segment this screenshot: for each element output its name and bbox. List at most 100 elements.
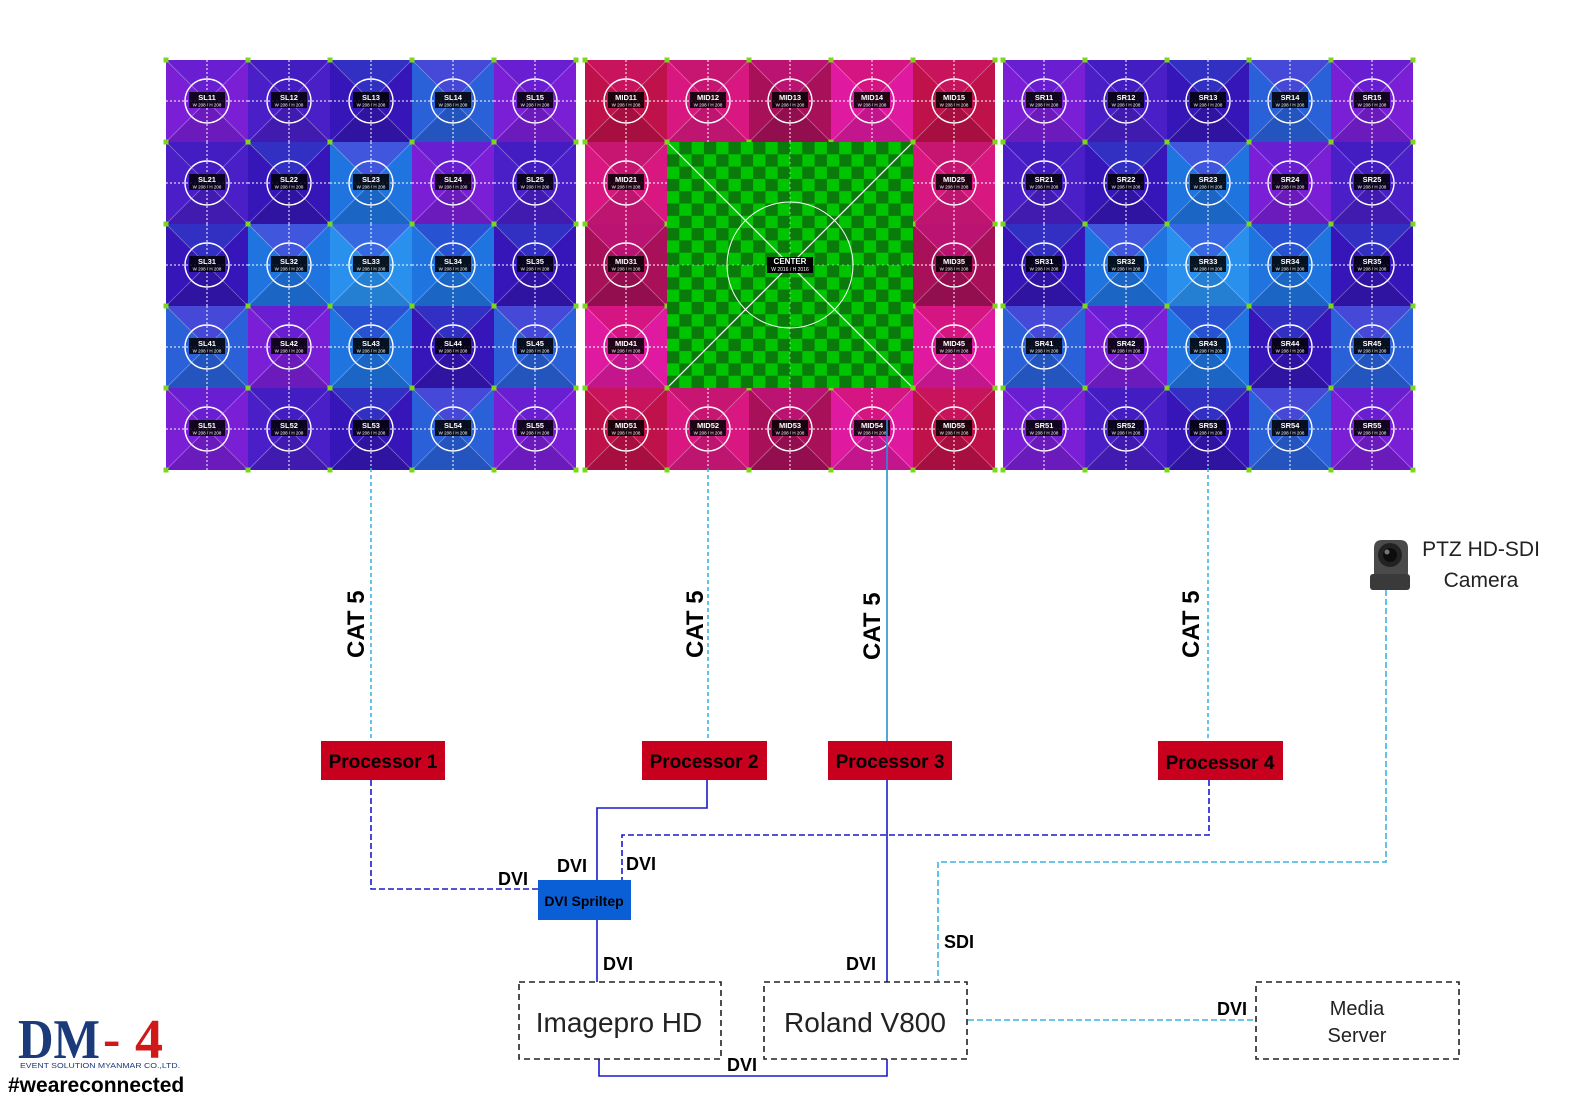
cabinet-label: SL12 [280,93,298,102]
cabinet-corner-node [582,303,588,309]
cabinet-size-label: W 208 / H 208 [357,431,386,436]
cabinet-size-label: W 208 / H 208 [439,103,468,108]
cabinet-size-label: W 208 / H 208 [940,267,969,272]
cabinet-size-label: W 208 / H 208 [521,349,550,354]
cabinet-corner-node [245,303,251,309]
logo-brand-dash: - [103,1011,120,1068]
cabinet-label: MID55 [943,421,965,430]
sdi-label: SDI [944,932,974,952]
cabinet-corner-node [992,303,998,309]
cabinet-corner-node [1164,57,1170,63]
cabinet-size-label: W 208 / H 208 [521,431,550,436]
cabinet-label: SL41 [198,339,216,348]
cabinet-size-label: W 208 / H 208 [612,267,641,272]
cabinet-corner-node [245,467,251,473]
cabinet-corner-node [409,221,415,227]
cabinet-label: SL44 [444,339,463,348]
cabinet-corner-node [327,139,333,145]
cabinet-label: SR31 [1035,257,1054,266]
cabinet-size-label: W 208 / H 208 [1030,431,1059,436]
dvi-cable-proc4 [621,780,1210,880]
cabinet-corner-node [1000,385,1006,391]
cabinet-size-label: W 208 / H 208 [1030,185,1059,190]
cabinet-size-label: W 208 / H 208 [1358,349,1387,354]
dm4-logo: DM - 4 EVENT SOLUTION MYANMAR CO.,LTD. #… [8,1009,184,1097]
cabinet-label: MID35 [943,257,965,266]
cabinet-label: SR24 [1281,175,1301,184]
camera-label-line2: Camera [1444,569,1519,592]
cabinet-label: SL14 [444,93,463,102]
cabinet-corner-node [582,139,588,145]
cabinet-size-label: W 208 / H 208 [521,103,550,108]
cabinet-size-label: W 208 / H 208 [1030,103,1059,108]
cabinet-label: SR23 [1199,175,1218,184]
sdi-cables [937,590,1387,1021]
cabinet-label: SR44 [1281,339,1301,348]
cabinet-label: SR53 [1199,421,1218,430]
cabinet-size-label: W 208 / H 208 [275,349,304,354]
cabinet-size-label: W 208 / H 208 [357,349,386,354]
logo-hashtag: #weareconnected [8,1074,184,1097]
cabinet-corner-node [1164,467,1170,473]
cabinet-label: SL31 [198,257,216,266]
cabinet-label: SR12 [1117,93,1136,102]
ptz-camera-icon [1370,540,1410,590]
cabinet-corner-node [245,221,251,227]
cabinet-corner-node [910,467,916,473]
cabinet-corner-node [992,467,998,473]
cabinet-size-label: W 208 / H 208 [694,103,723,108]
roland-v800-label: Roland V800 [784,1007,946,1038]
cabinet-corner-node [1410,303,1416,309]
cabinet-label: SR11 [1035,93,1053,102]
cabinet-corner-node [1410,221,1416,227]
cabinet-label: SL54 [444,421,463,430]
cabinet-label: SR34 [1281,257,1301,266]
processor-3: Processor 3 [828,741,952,780]
cabinet-size-label: W 208 / H 208 [940,431,969,436]
cat5-labels: CAT 5 CAT 5 CAT 5 CAT 5 [343,590,1205,660]
cabinet-corner-node [1328,57,1334,63]
cabinet-corner-node [1000,221,1006,227]
cabinet-corner-node [573,385,579,391]
cabinet-corner-node [1246,467,1252,473]
cabinet-corner-node [327,57,333,63]
cabinet-corner-node [163,385,169,391]
cabinet-label: SL43 [362,339,380,348]
cabinet-corner-node [1246,139,1252,145]
cabinet-corner-node [664,467,670,473]
cabinet-label: SL25 [526,175,544,184]
cabinet-size-label: W 208 / H 208 [1276,185,1305,190]
cabinet-corner-node [1164,221,1170,227]
cabinet-corner-node [245,139,251,145]
cabinet-corner-node [327,221,333,227]
cabinet-corner-node [245,385,251,391]
roland-v800-device: Roland V800 [763,981,968,1060]
cabinet-corner-node [582,221,588,227]
cabinet-label: SL52 [280,421,298,430]
cabinet-label: SL11 [198,93,216,102]
cabinet-label: SL55 [526,421,544,430]
cabinet-corner-node [163,303,169,309]
dvi-label-proc2: DVI [557,856,587,876]
cabinet-size-label: W 208 / H 208 [858,103,887,108]
cabinet-corner-node [491,57,497,63]
cabinet-label: SL15 [526,93,544,102]
